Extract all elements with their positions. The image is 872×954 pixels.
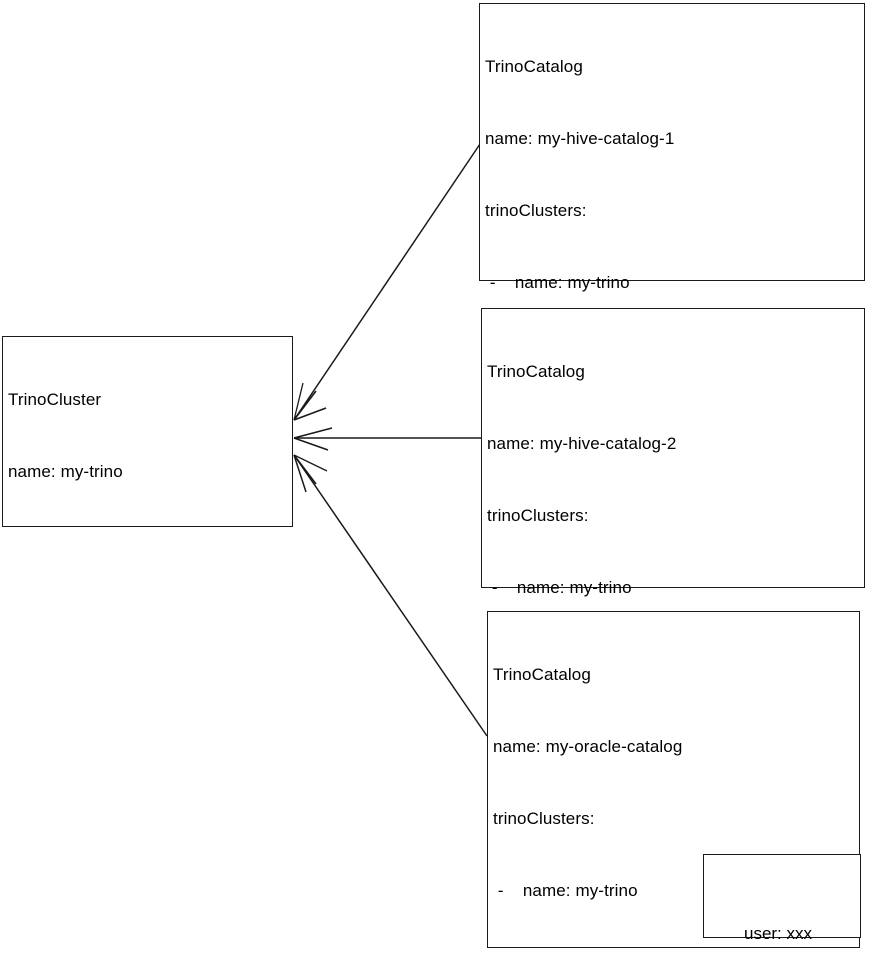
text-line: - name: my-trino (485, 273, 630, 292)
node-catalog-my-hive-catalog-2[interactable]: TrinoCatalog name: my-hive-catalog-2 tri… (481, 308, 865, 885)
text-line: TrinoCatalog (485, 57, 583, 76)
text-line: name: my-hive-catalog-2 (487, 434, 677, 453)
text-line: trinoClusters: (487, 506, 589, 525)
node-secret-credentials[interactable]: user: xxx password: xxx (703, 854, 861, 943)
text-line: trinoClusters: (485, 201, 587, 220)
edge-catalog-2-to-cluster (293, 427, 481, 451)
text-line: name: my-trino (8, 462, 123, 481)
node-trino-cluster-text: TrinoCluster name: my-trino (8, 340, 290, 532)
text-line: user: xxx (743, 924, 813, 943)
text-line: - name: my-trino (487, 578, 632, 597)
node-secret-text: user: xxx password: xxx (704, 869, 852, 954)
edge-catalog-1-to-cluster (293, 143, 481, 421)
node-catalog-my-oracle-catalog[interactable]: TrinoCatalog name: my-oracle-catalog tri… (487, 611, 861, 954)
node-catalog-my-hive-catalog-1[interactable]: TrinoCatalog name: my-hive-catalog-1 tri… (479, 3, 865, 652)
text-line: - name: my-trino (493, 881, 638, 900)
text-line: TrinoCatalog (487, 362, 585, 381)
edge-catalog-3-to-cluster (293, 454, 488, 737)
text-line: name: my-hive-catalog-1 (485, 129, 675, 148)
text-line: TrinoCatalog (493, 665, 591, 684)
text-line: name: my-oracle-catalog (493, 737, 683, 756)
text-line: trinoClusters: (493, 809, 595, 828)
node-trino-cluster[interactable]: TrinoCluster name: my-trino (2, 336, 293, 527)
text-line: TrinoCluster (8, 390, 102, 409)
node-catalog-3-text: TrinoCatalog name: my-oracle-catalog tri… (493, 615, 857, 954)
